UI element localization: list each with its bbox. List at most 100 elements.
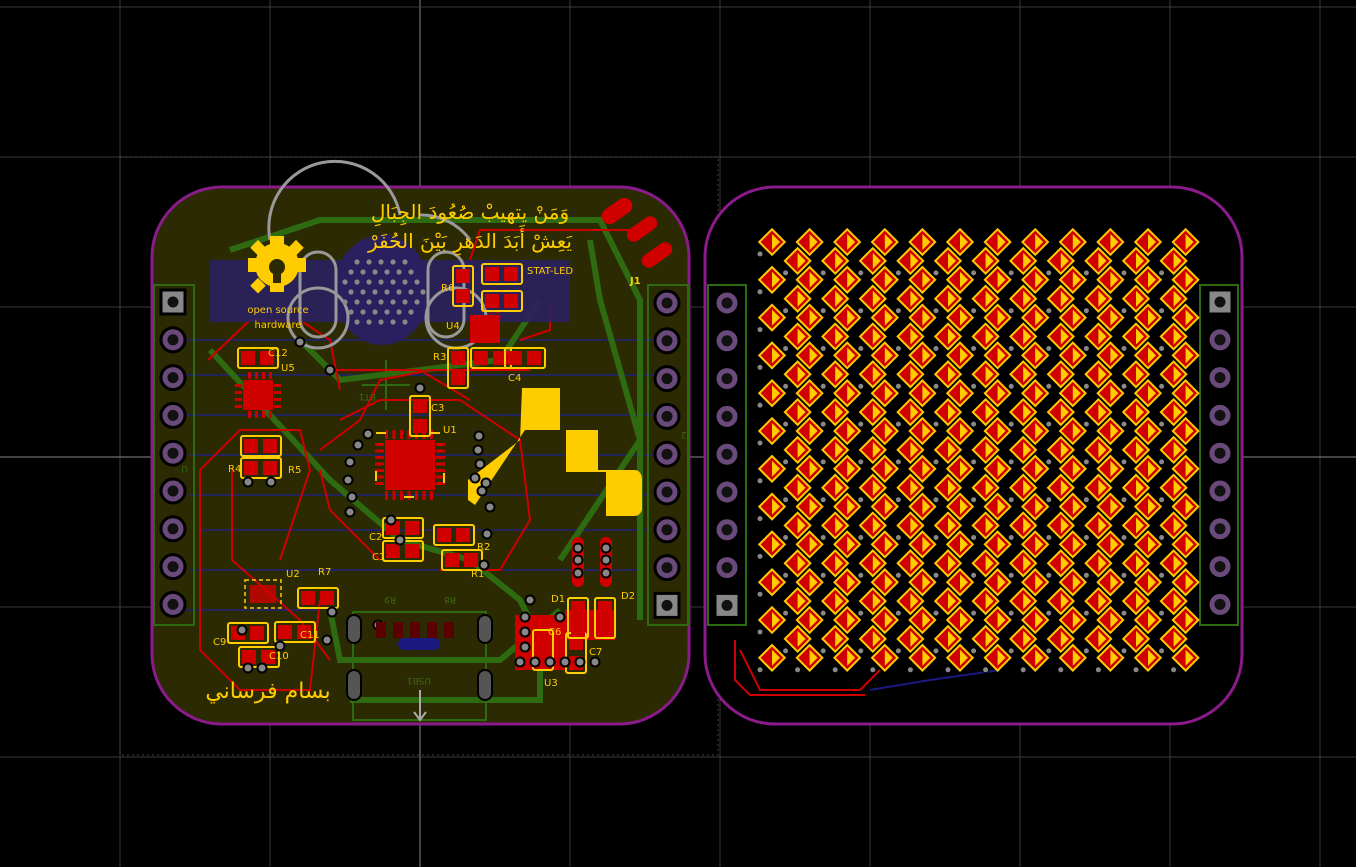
led[interactable] xyxy=(982,568,1012,598)
led[interactable] xyxy=(1045,624,1075,655)
smd-pad[interactable] xyxy=(244,461,258,475)
led[interactable] xyxy=(932,322,963,352)
smd-pad[interactable] xyxy=(278,625,292,639)
connector-j1[interactable] xyxy=(598,195,674,271)
smd-pad[interactable] xyxy=(508,351,522,365)
led[interactable] xyxy=(970,549,1000,579)
smd-pad[interactable] xyxy=(456,289,470,303)
led[interactable] xyxy=(756,605,787,636)
led[interactable] xyxy=(1045,435,1075,466)
smd-pad[interactable] xyxy=(320,591,334,605)
header-pin-1[interactable] xyxy=(159,288,187,316)
led[interactable] xyxy=(970,586,1000,617)
smd-pad[interactable] xyxy=(456,528,470,542)
led[interactable] xyxy=(982,265,1012,296)
led[interactable] xyxy=(794,265,824,296)
led[interactable] xyxy=(756,568,787,598)
smd-pad[interactable] xyxy=(297,625,311,639)
led[interactable] xyxy=(932,435,963,466)
led[interactable] xyxy=(1045,511,1075,541)
right-board-right-header[interactable] xyxy=(1206,288,1234,618)
led[interactable] xyxy=(1057,605,1087,636)
left-pin-header[interactable] xyxy=(159,288,187,618)
led[interactable] xyxy=(869,265,899,296)
smd-pad[interactable] xyxy=(493,351,507,365)
led[interactable] xyxy=(1158,511,1188,541)
led[interactable] xyxy=(1120,322,1151,352)
led[interactable] xyxy=(1007,284,1038,315)
ic-u2[interactable] xyxy=(244,579,282,609)
led[interactable] xyxy=(1158,624,1188,655)
smd-pad[interactable] xyxy=(571,601,585,615)
led[interactable] xyxy=(932,511,963,541)
led[interactable] xyxy=(1132,265,1163,296)
led[interactable] xyxy=(894,322,925,352)
led[interactable] xyxy=(1045,246,1075,277)
led[interactable] xyxy=(1158,549,1188,579)
smd-pad[interactable] xyxy=(598,601,612,615)
smd-pad[interactable] xyxy=(451,371,465,385)
led[interactable] xyxy=(1094,530,1125,560)
led[interactable] xyxy=(944,643,975,674)
smd-pad[interactable] xyxy=(456,269,470,283)
smd-pad[interactable] xyxy=(241,351,255,365)
led[interactable] xyxy=(857,473,887,504)
led[interactable] xyxy=(819,586,850,617)
led[interactable] xyxy=(819,246,850,277)
led[interactable] xyxy=(932,473,963,504)
led[interactable] xyxy=(1132,454,1163,485)
led[interactable] xyxy=(1082,360,1113,390)
led[interactable] xyxy=(932,624,963,655)
led[interactable] xyxy=(932,586,963,617)
led[interactable] xyxy=(894,473,925,504)
led[interactable] xyxy=(857,360,887,390)
led[interactable] xyxy=(1007,549,1038,579)
smd-pad[interactable] xyxy=(250,626,264,640)
led[interactable] xyxy=(1132,605,1163,636)
led[interactable] xyxy=(1158,473,1188,504)
led[interactable] xyxy=(1007,586,1038,617)
led[interactable] xyxy=(782,435,812,466)
ic-u4[interactable] xyxy=(470,315,500,343)
smd-pad[interactable] xyxy=(413,399,427,413)
led[interactable] xyxy=(1007,624,1038,655)
led[interactable] xyxy=(1158,284,1188,315)
led[interactable] xyxy=(1019,492,1050,523)
led[interactable] xyxy=(932,246,963,277)
led[interactable] xyxy=(831,454,862,485)
led[interactable] xyxy=(1082,549,1113,579)
led[interactable] xyxy=(1045,473,1075,504)
led[interactable] xyxy=(932,397,963,428)
led[interactable] xyxy=(1082,435,1113,466)
led[interactable] xyxy=(1082,284,1113,315)
led[interactable] xyxy=(906,568,937,598)
led[interactable] xyxy=(1045,397,1075,428)
led[interactable] xyxy=(1158,246,1188,277)
led[interactable] xyxy=(894,284,925,315)
led[interactable] xyxy=(1045,586,1075,617)
led[interactable] xyxy=(1007,435,1038,466)
led[interactable] xyxy=(1158,360,1188,390)
led[interactable] xyxy=(932,360,963,390)
led[interactable] xyxy=(1170,416,1200,447)
led[interactable] xyxy=(1019,379,1050,409)
led[interactable] xyxy=(970,322,1000,352)
led[interactable] xyxy=(1120,284,1151,315)
led[interactable] xyxy=(819,473,850,504)
led[interactable] xyxy=(1120,246,1151,277)
smd-pad[interactable] xyxy=(445,553,459,567)
led[interactable] xyxy=(1094,265,1125,296)
led[interactable] xyxy=(756,303,787,334)
led[interactable] xyxy=(982,643,1012,674)
smd-pad[interactable] xyxy=(242,650,256,664)
led[interactable] xyxy=(970,397,1000,428)
led[interactable] xyxy=(894,586,925,617)
led[interactable] xyxy=(906,303,937,334)
led[interactable] xyxy=(756,492,787,523)
led[interactable] xyxy=(831,492,862,523)
led[interactable] xyxy=(894,435,925,466)
led[interactable] xyxy=(944,492,975,523)
smd-pad[interactable] xyxy=(527,351,541,365)
smd-pad[interactable] xyxy=(536,633,550,647)
led[interactable] xyxy=(756,379,787,409)
